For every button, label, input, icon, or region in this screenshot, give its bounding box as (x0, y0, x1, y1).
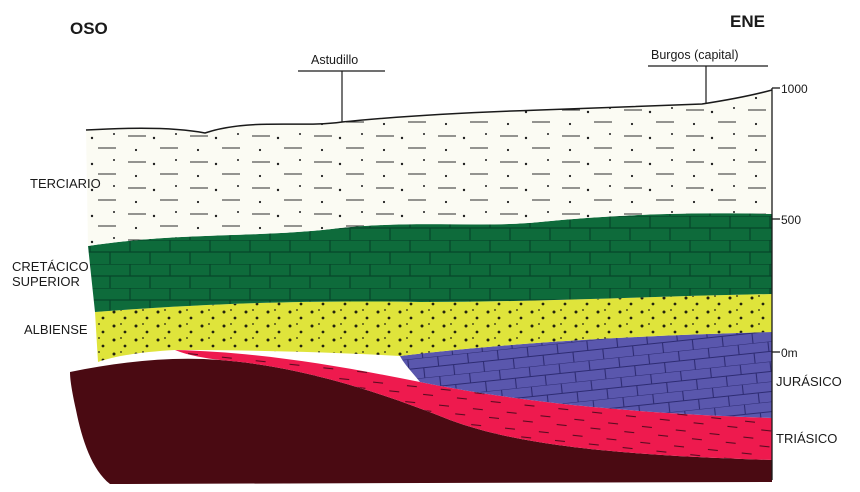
scale-tick-500: 500 (781, 213, 801, 228)
location-burgos-label: Burgos (capital) (651, 48, 739, 63)
location-astudillo-label: Astudillo (311, 53, 358, 68)
direction-east-label: ENE (730, 14, 765, 29)
layer-label-albiense: ALBIENSE (24, 322, 88, 337)
layer-label-triasico: TRIÁSICO (776, 431, 837, 446)
direction-west-label: OSO (70, 21, 108, 36)
scale-tick-1000: 1000 (781, 82, 808, 97)
vertical-scale-bar (772, 88, 780, 480)
scale-tick-0m: 0m (781, 346, 798, 361)
layer-label-jurasico: JURÁSICO (776, 374, 842, 389)
layer-label-terciario: TERCIARIO (30, 176, 101, 191)
layer-label-cretacico-superior: CRETÁCICO SUPERIOR (12, 259, 89, 289)
